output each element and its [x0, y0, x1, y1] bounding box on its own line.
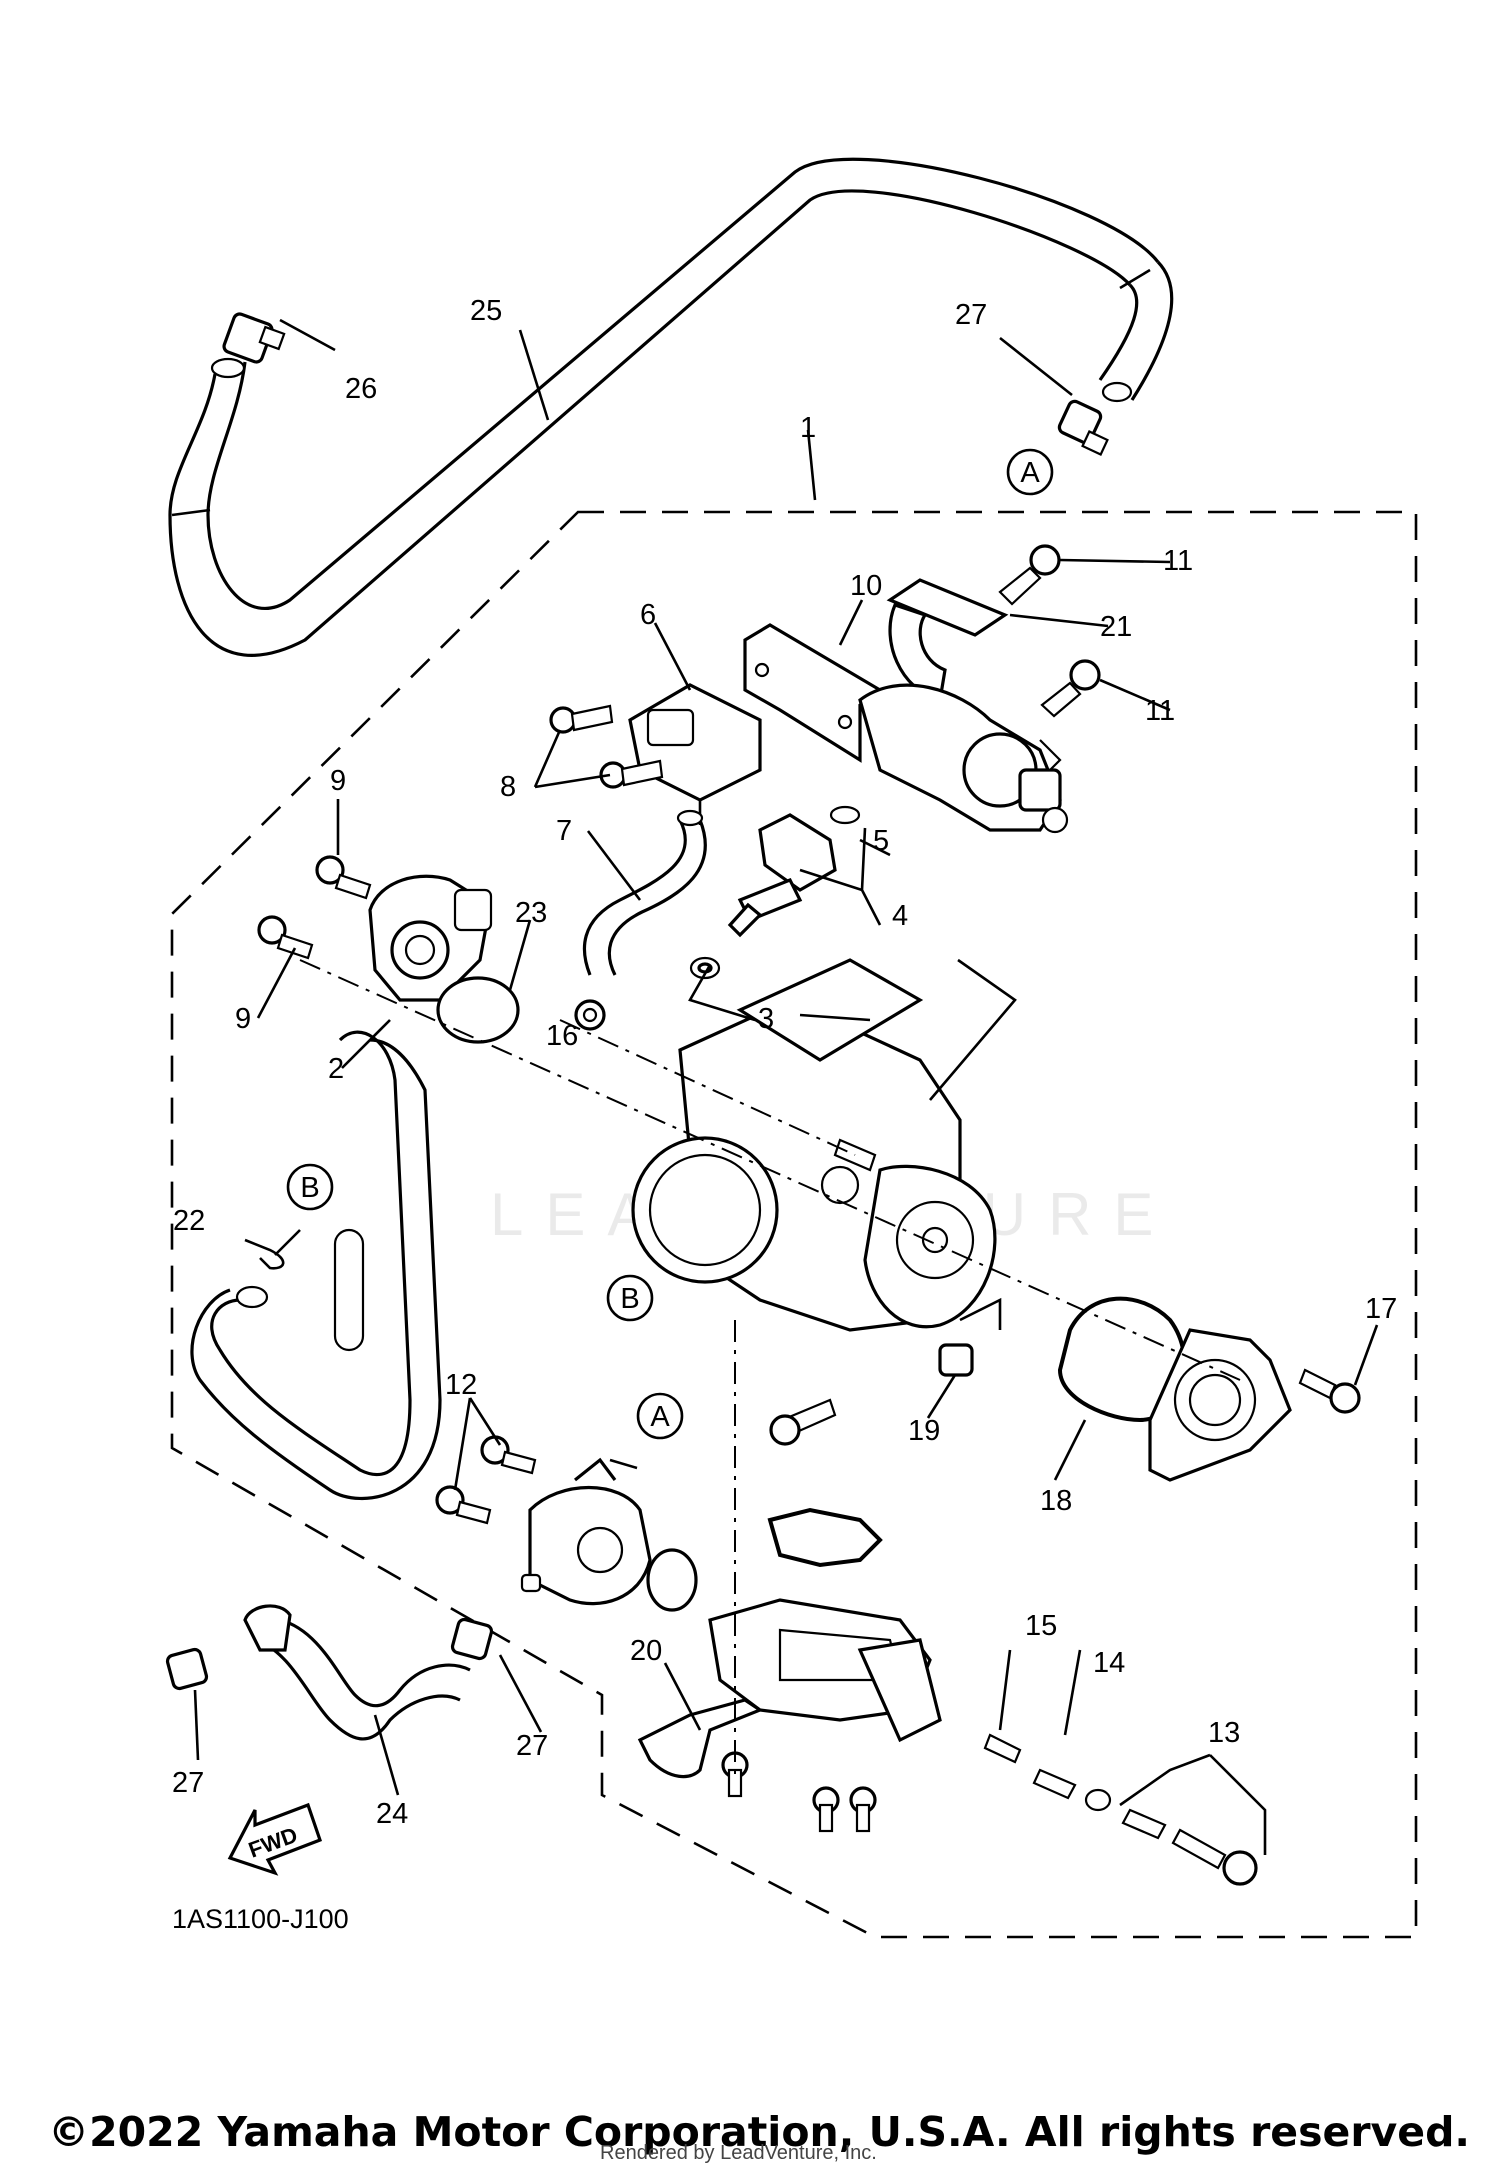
- callout-25: 25: [470, 295, 502, 327]
- callout-18: 18: [1040, 1485, 1072, 1517]
- nut-16: [574, 999, 606, 1031]
- assembly-axes: [299, 959, 1241, 1780]
- sensor-hose-7: [582, 809, 707, 976]
- ref-marker-b-left: B: [286, 1163, 334, 1211]
- callout-3: 3: [758, 1003, 774, 1035]
- callout-27-bottom-left: 27: [172, 1767, 204, 1799]
- leader-lines: [193, 318, 1379, 1855]
- callout-14: 14: [1093, 1647, 1125, 1679]
- breather-hose: [168, 157, 1174, 657]
- throttle-body: [631, 958, 997, 1332]
- o-ring-joint: [646, 1548, 698, 1612]
- callout-7: 7: [556, 815, 572, 847]
- lower-screws: [721, 1751, 877, 1833]
- callout-16: 16: [546, 1020, 578, 1052]
- copyright-notice: ©2022 Yamaha Motor Corporation, U.S.A. A…: [0, 2108, 1500, 2156]
- callout-22: 22: [173, 1205, 205, 1237]
- callout-23: 23: [515, 897, 547, 929]
- ref-marker-a-bottom: A: [636, 1392, 684, 1440]
- lower-body: [708, 1598, 942, 1743]
- svg-text:A: A: [650, 1401, 670, 1433]
- hose-clamp-27-top: [1057, 399, 1109, 456]
- diagram-code: 1AS1100-J100: [172, 1904, 349, 1934]
- callout-10: 10: [850, 570, 882, 602]
- bypass-hose: [190, 1030, 442, 1501]
- joint: [520, 1457, 652, 1606]
- rendered-by-text: Rendered by LeadVenture, Inc.: [600, 2142, 877, 2164]
- callout-11-top: 11: [1163, 545, 1193, 577]
- idle-speed-control-unit: [858, 683, 1069, 834]
- hose-clamp-26: [222, 312, 286, 364]
- callout-9-top: 9: [330, 765, 346, 797]
- callout-27-bottom-right: 27: [516, 1730, 548, 1762]
- assembly-boundary: [170, 510, 1418, 1939]
- callout-13: 13: [1208, 1717, 1240, 1749]
- callout-15: 15: [1025, 1610, 1057, 1642]
- hose-clamps-27-bottom: [165, 1617, 494, 1691]
- ref-marker-a-top: A: [1006, 448, 1054, 496]
- sensor-6: [628, 683, 762, 825]
- bracket-21: [886, 578, 1009, 702]
- ref-marker-b-throttle: B: [606, 1274, 654, 1322]
- callout-4: 4: [892, 900, 908, 932]
- hose-24: [243, 1604, 471, 1741]
- callout-24: 24: [376, 1798, 408, 1830]
- callout-2: 2: [328, 1053, 344, 1085]
- callout-1: 1: [800, 412, 816, 444]
- screws-11: [998, 544, 1101, 718]
- callout-26: 26: [345, 373, 377, 405]
- callout-5: 5: [873, 825, 889, 857]
- screws-9: [257, 855, 372, 960]
- screw-17: [1298, 1368, 1361, 1414]
- callout-12: 12: [445, 1369, 477, 1401]
- callout-17: 17: [1365, 1293, 1397, 1325]
- screws-8: [549, 704, 664, 789]
- callout-11-bottom: 11: [1145, 695, 1175, 727]
- gasket-small: [767, 1507, 883, 1568]
- svg-text:B: B: [300, 1172, 319, 1204]
- svg-text:B: B: [620, 1283, 639, 1315]
- o-ring-23: [436, 976, 520, 1044]
- bracket-20: [637, 1698, 764, 1779]
- svg-text:A: A: [1020, 457, 1040, 489]
- callout-20: 20: [630, 1635, 662, 1667]
- throttle-position-sensor: [368, 874, 493, 1002]
- fwd-arrow-icon: FWD: [227, 1802, 323, 1876]
- callout-6: 6: [640, 599, 656, 631]
- bracket: [743, 623, 883, 763]
- fuel-injector: [689, 805, 861, 980]
- callout-19: 19: [908, 1415, 940, 1447]
- callout-27-top: 27: [955, 299, 987, 331]
- callout-9-bottom: 9: [235, 1003, 251, 1035]
- cap-19: [938, 1343, 974, 1377]
- callout-8: 8: [500, 771, 516, 803]
- clip-22: [244, 1238, 285, 1270]
- cover: [1148, 1328, 1292, 1482]
- callout-21: 21: [1100, 611, 1132, 643]
- idle-adjust-parts: [983, 1733, 1258, 1886]
- screws-12: [435, 1435, 537, 1525]
- copyright-text: ©2022 Yamaha Motor Corporation, U.S.A. A…: [48, 2108, 1470, 2156]
